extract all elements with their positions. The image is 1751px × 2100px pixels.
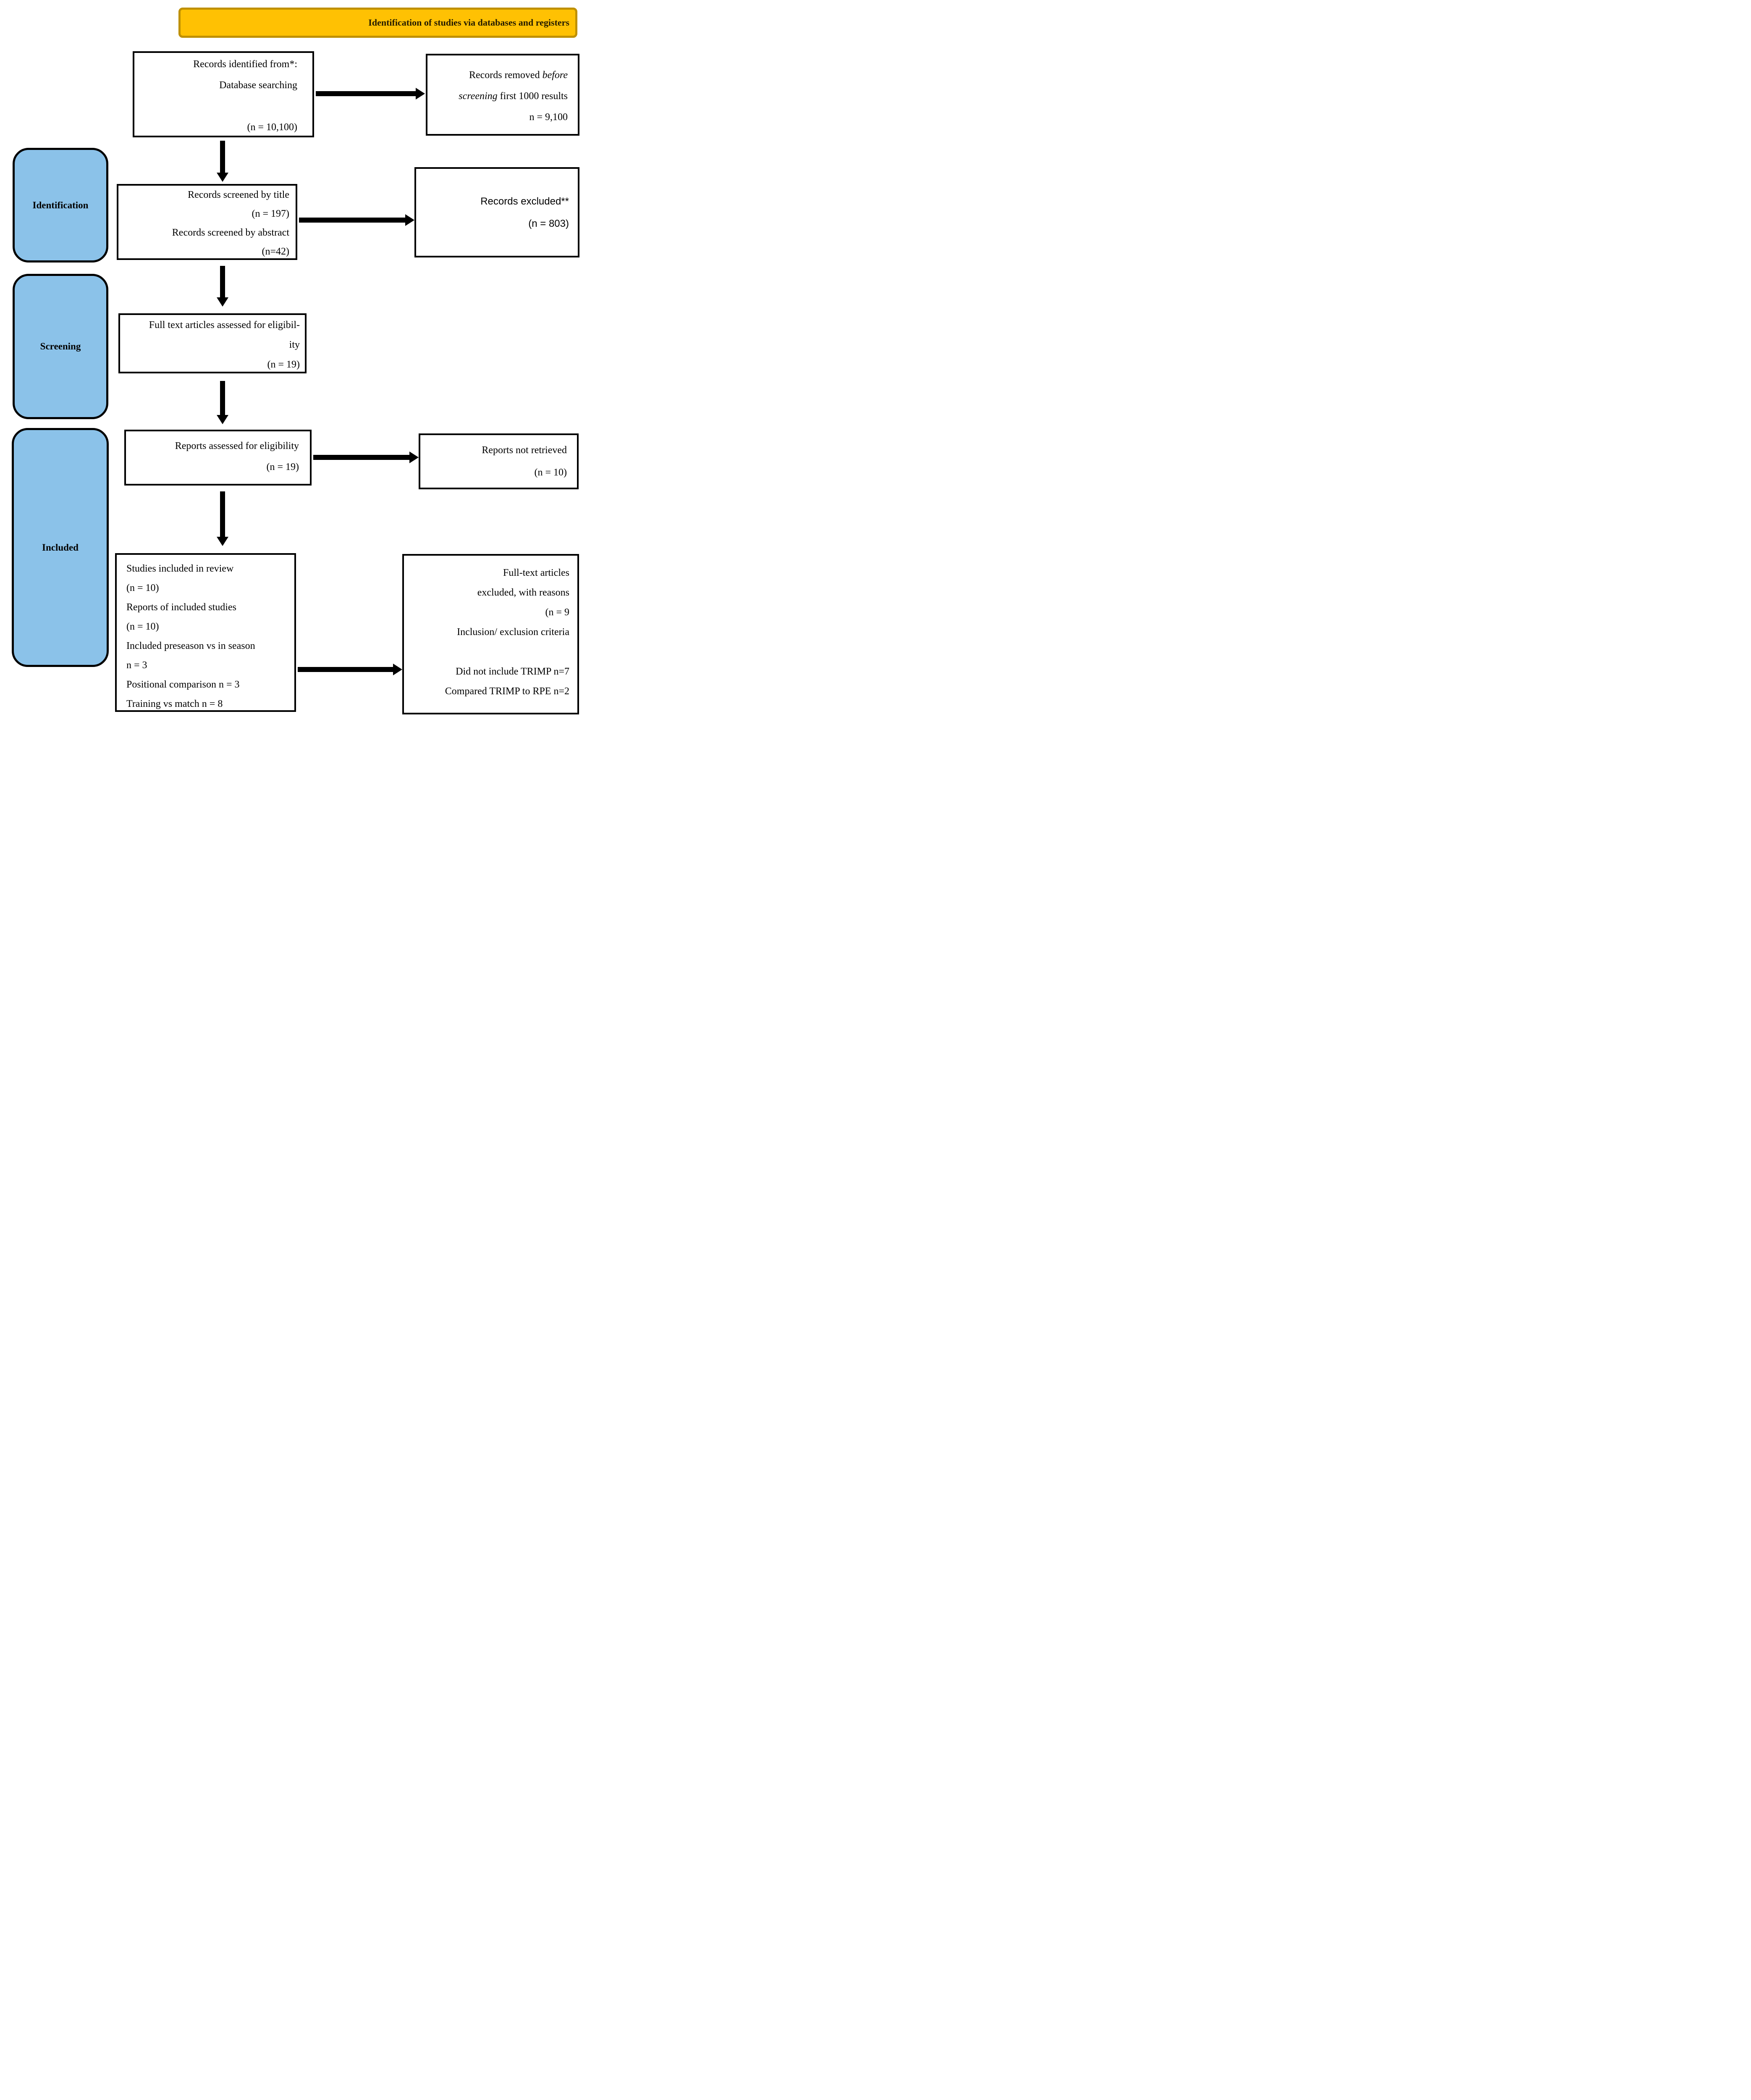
box-studies-included-line: Reports of included studies	[126, 602, 236, 613]
box-records-screened-line: Records screened by title	[188, 189, 289, 200]
box-studies-included: Studies included in review (n = 10) Repo…	[115, 553, 296, 712]
box-records-identified-line	[138, 96, 297, 117]
stage-included-label: Included	[42, 542, 79, 553]
box-reports-assessed: Reports assessed for eligibility (n = 19…	[124, 430, 312, 486]
box-studies-included-line: (n = 10)	[126, 583, 159, 593]
banner-label: Identification of studies via databases …	[368, 17, 569, 28]
box-records-screened-line: (n = 197)	[252, 208, 289, 219]
box-records-removed: Records removed before screening first 1…	[426, 54, 579, 136]
box-fulltext-excluded-line: Full-text articles	[503, 567, 569, 578]
box-records-identified: Records identified from*: Database searc…	[133, 51, 314, 137]
banner-identification-via-databases: Identification of studies via databases …	[178, 8, 577, 38]
box-fulltext-assessed-line: ity	[289, 339, 300, 350]
box-records-removed-line: n = 9,100	[529, 112, 568, 123]
box-records-removed-line: Records removed before	[469, 70, 568, 81]
box-fulltext-excluded-line: Compared TRIMP to RPE n=2	[445, 686, 569, 697]
box-records-screened-line: (n=42)	[262, 246, 289, 257]
box-fulltext-assessed-line: Full text articles assessed for eligibil…	[149, 320, 300, 331]
box-records-excluded: Records excluded** (n = 803)	[414, 167, 579, 257]
italic-before: before	[542, 70, 568, 81]
box-reports-assessed-line: (n = 19)	[266, 462, 299, 472]
box-fulltext-excluded: Full-text articles excluded, with reason…	[402, 554, 579, 714]
box-reports-not-retrieved: Reports not retrieved (n = 10)	[419, 433, 579, 489]
prisma-flow-diagram: Identification of studies via databases …	[0, 0, 584, 717]
box-reports-assessed-line: Reports assessed for eligibility	[175, 441, 299, 452]
stage-identification: Identification	[13, 148, 108, 262]
box-records-identified-line: Database searching	[219, 80, 297, 91]
box-reports-not-retrieved-line: (n = 10)	[534, 467, 567, 478]
box-fulltext-excluded-line	[408, 642, 569, 662]
stage-screening-label: Screening	[40, 341, 81, 352]
box-studies-included-line: Studies included in review	[126, 563, 234, 574]
box-records-screened-line: Records screened by abstract	[172, 227, 289, 238]
box-fulltext-assessed: Full text articles assessed for eligibil…	[118, 313, 307, 373]
box-studies-included-line: Training vs match n = 8	[126, 698, 223, 709]
box-records-identified-line: Records identified from*:	[193, 59, 297, 70]
box-records-removed-line: screening first 1000 results	[459, 91, 568, 102]
stage-identification-label: Identification	[32, 200, 89, 210]
box-studies-included-line: Positional comparison n = 3	[126, 679, 240, 690]
box-studies-included-line: Included preseason vs in season	[126, 640, 255, 651]
box-records-excluded-line: Records excluded**	[480, 195, 569, 207]
box-studies-included-line: n = 3	[126, 660, 147, 671]
box-records-excluded-line: (n = 803)	[528, 218, 569, 229]
stage-screening: Screening	[13, 274, 108, 419]
stage-included: Included	[12, 428, 109, 667]
box-fulltext-excluded-line: Inclusion/ exclusion criteria	[457, 627, 569, 638]
box-fulltext-excluded-line: (n = 9	[545, 607, 569, 618]
box-fulltext-excluded-line: Did not include TRIMP n=7	[456, 666, 569, 677]
box-fulltext-excluded-line: excluded, with reasons	[477, 587, 569, 598]
box-records-identified-line: (n = 10,100)	[247, 122, 297, 133]
italic-screening: screening	[459, 91, 498, 102]
box-reports-not-retrieved-line: Reports not retrieved	[482, 444, 567, 456]
box-studies-included-line: (n = 10)	[126, 621, 159, 632]
box-records-screened: Records screened by title (n = 197) Reco…	[117, 184, 297, 260]
box-fulltext-assessed-line: (n = 19)	[267, 359, 300, 370]
